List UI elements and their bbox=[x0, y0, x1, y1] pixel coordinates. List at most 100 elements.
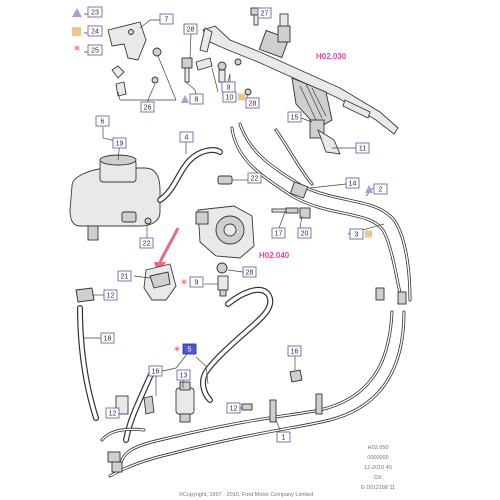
callout-12[interactable]: 12 bbox=[103, 289, 118, 301]
callout-4[interactable]: 4 bbox=[179, 131, 194, 143]
callout-number: 15 bbox=[291, 115, 299, 122]
legend-entry-square: = 24 bbox=[72, 25, 103, 37]
callout-28[interactable]: 28 bbox=[245, 97, 260, 109]
callout-number: 6 bbox=[101, 119, 105, 126]
callout-box[interactable] bbox=[349, 228, 364, 240]
callout-box[interactable] bbox=[222, 91, 237, 103]
svg-text:=: = bbox=[84, 31, 88, 37]
callout-box[interactable] bbox=[297, 227, 312, 239]
callouts: 7 27 28 26 8 9 10 28 6 19 4 15 11 22 14 2 17 20 3 22 21 9* 28 1… bbox=[95, 7, 388, 443]
callout-1[interactable]: 1 bbox=[276, 431, 291, 443]
callout-box[interactable] bbox=[183, 23, 198, 35]
callout-number: 7 bbox=[165, 17, 169, 24]
callout-number: 28 bbox=[246, 270, 254, 277]
callout-number: 8 bbox=[195, 97, 199, 104]
callout-box[interactable] bbox=[345, 177, 360, 189]
callout-box[interactable] bbox=[103, 289, 118, 301]
callout-number: 27 bbox=[261, 11, 269, 18]
callout-5[interactable]: 5* bbox=[174, 343, 197, 358]
callout-17[interactable]: 17 bbox=[271, 227, 286, 239]
callout-box[interactable] bbox=[159, 13, 174, 25]
callout-box[interactable] bbox=[176, 369, 191, 381]
callout-number: 14 bbox=[349, 181, 357, 188]
rack-reference-label[interactable]: H02.030 bbox=[316, 52, 347, 61]
callout-box[interactable] bbox=[355, 142, 370, 154]
callout-9[interactable]: 9 bbox=[221, 81, 236, 93]
callout-27[interactable]: 27 bbox=[257, 7, 272, 19]
callout-box[interactable] bbox=[257, 7, 272, 19]
triangle-marker-icon bbox=[72, 8, 82, 17]
callout-9[interactable]: 9* bbox=[181, 276, 204, 291]
callout-box[interactable] bbox=[179, 131, 194, 143]
callout-box[interactable] bbox=[139, 237, 154, 249]
callout-16[interactable]: 16 bbox=[287, 345, 302, 357]
callout-10[interactable]: 10 bbox=[222, 91, 245, 103]
legend-number: 23 bbox=[91, 10, 99, 17]
callout-number: 19 bbox=[116, 141, 124, 148]
callout-12[interactable]: 12 bbox=[105, 407, 120, 419]
callout-box[interactable] bbox=[247, 172, 262, 184]
callout-21[interactable]: 21 bbox=[117, 270, 132, 282]
callout-box[interactable] bbox=[182, 343, 197, 355]
callout-28[interactable]: 28 bbox=[183, 23, 198, 35]
square-marker-icon bbox=[72, 27, 81, 36]
callout-box[interactable] bbox=[276, 431, 291, 443]
callout-22[interactable]: 22 bbox=[139, 237, 154, 249]
callout-box[interactable] bbox=[148, 365, 163, 377]
callout-6[interactable]: 6 bbox=[95, 115, 110, 127]
callout-3[interactable]: 3 bbox=[349, 228, 372, 240]
callout-number: 28 bbox=[249, 101, 257, 108]
callout-box[interactable] bbox=[105, 407, 120, 419]
callout-number: 12 bbox=[109, 411, 117, 418]
callout-box[interactable] bbox=[245, 97, 260, 109]
callout-15[interactable]: 15 bbox=[287, 111, 302, 123]
callout-28[interactable]: 28 bbox=[242, 266, 257, 278]
square-marker-icon bbox=[365, 230, 372, 238]
legend-entry-asterisk: * = 25 bbox=[74, 44, 103, 59]
callout-14[interactable]: 14 bbox=[345, 177, 360, 189]
square-marker-icon bbox=[238, 93, 245, 101]
callout-8[interactable]: 8 bbox=[181, 93, 204, 105]
callout-box[interactable] bbox=[287, 111, 302, 123]
callout-13[interactable]: 13 bbox=[176, 369, 191, 381]
pump-reference-label[interactable]: H02.040 bbox=[259, 251, 290, 260]
callout-26[interactable]: 26 bbox=[140, 101, 155, 113]
svg-text:=: = bbox=[84, 12, 88, 18]
callout-box[interactable] bbox=[242, 266, 257, 278]
callout-number: 9 bbox=[227, 85, 231, 92]
asterisk-marker-icon: * bbox=[174, 344, 180, 358]
callout-16[interactable]: 16 bbox=[148, 365, 163, 377]
callout-number: 18 bbox=[104, 336, 112, 343]
callout-12[interactable]: 12 bbox=[226, 402, 241, 414]
asterisk-marker-icon: * bbox=[74, 44, 81, 59]
callout-box[interactable] bbox=[112, 137, 127, 149]
callout-box[interactable] bbox=[189, 93, 204, 105]
callout-number: 16 bbox=[152, 369, 160, 376]
callout-number: 26 bbox=[144, 105, 152, 112]
callout-7[interactable]: 7 bbox=[159, 13, 174, 25]
callout-number: 10 bbox=[226, 95, 234, 102]
callout-box[interactable] bbox=[100, 332, 115, 344]
callout-18[interactable]: 18 bbox=[100, 332, 115, 344]
callout-box[interactable] bbox=[140, 101, 155, 113]
asterisk-marker-icon: * bbox=[181, 277, 187, 291]
svg-text:=: = bbox=[84, 50, 88, 56]
callout-box[interactable] bbox=[373, 183, 388, 195]
callout-20[interactable]: 20 bbox=[297, 227, 312, 239]
callout-box[interactable] bbox=[189, 276, 204, 288]
callout-box[interactable] bbox=[271, 227, 286, 239]
drawing-code: 0000000 bbox=[367, 455, 388, 461]
callout-number: 28 bbox=[187, 27, 195, 34]
callout-19[interactable]: 19 bbox=[112, 137, 127, 149]
callout-box[interactable] bbox=[117, 270, 132, 282]
part-drawings bbox=[69, 7, 412, 478]
callout-box[interactable] bbox=[226, 402, 241, 414]
callout-11[interactable]: 11 bbox=[355, 142, 370, 154]
callout-2[interactable]: 2 bbox=[365, 183, 388, 195]
drawing-code: DX bbox=[374, 475, 382, 481]
callout-box[interactable] bbox=[287, 345, 302, 357]
drawing-code: 12-2010 40 bbox=[364, 465, 392, 471]
callout-22[interactable]: 22 bbox=[247, 172, 262, 184]
callout-box[interactable] bbox=[95, 115, 110, 127]
